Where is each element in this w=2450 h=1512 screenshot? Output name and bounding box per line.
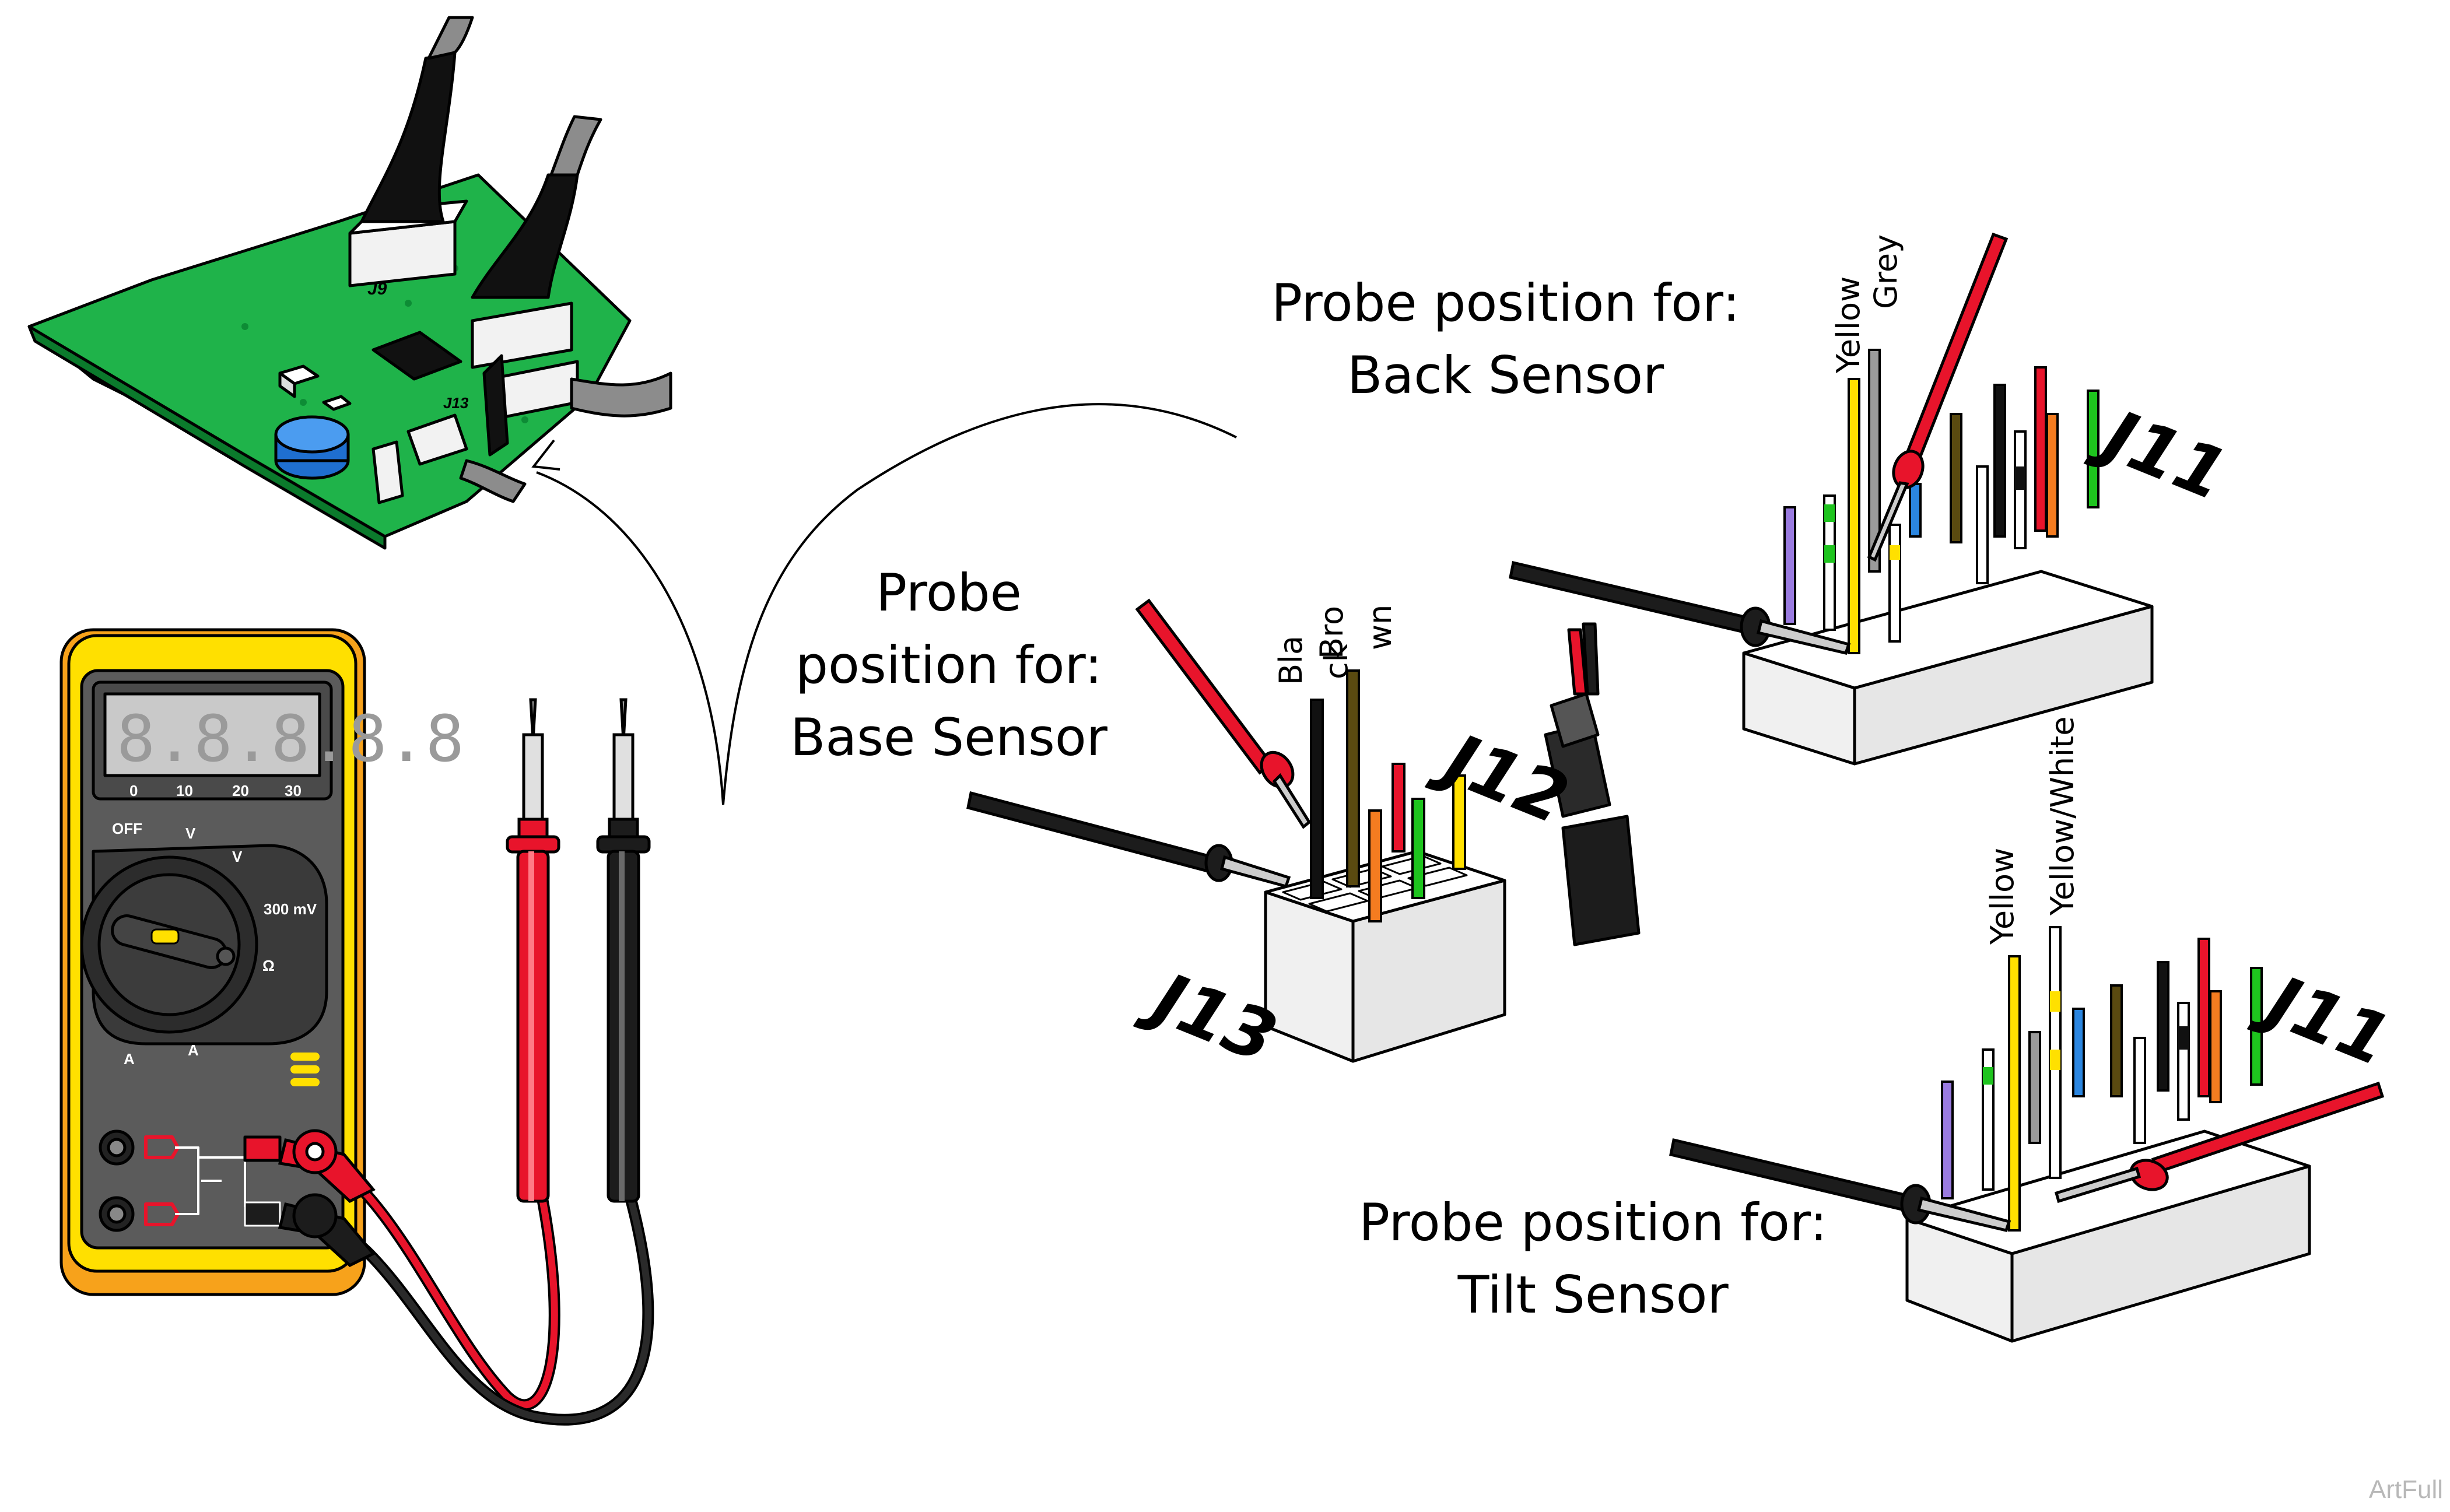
wire-label-back-yellow: Yellow xyxy=(1830,276,1867,374)
svg-text:Ω: Ω xyxy=(262,957,275,974)
label-j11-tilt: J11 xyxy=(2246,957,2402,1083)
callout-back-line2: Back Sensor xyxy=(1347,345,1664,405)
svg-text:30: 30 xyxy=(285,782,302,799)
callout-base-line1: Probe xyxy=(876,563,1022,623)
svg-text:10: 10 xyxy=(176,782,193,799)
callout-back-sensor: Probe position for: Back Sensor xyxy=(1271,267,1740,412)
callout-tilt-line1: Probe position for: xyxy=(1359,1192,1828,1253)
wire-label-tilt-yellow: Yellow xyxy=(1984,848,2021,945)
wire-label-base-ck: ck xyxy=(1318,643,1355,679)
callout-tilt-sensor: Probe position for: Tilt Sensor xyxy=(1359,1187,1827,1331)
label-j13: J13 xyxy=(1132,954,1288,1080)
tilt-black-probe xyxy=(1669,1138,2011,1232)
connector-j11-back xyxy=(1742,570,2154,766)
svg-text:A: A xyxy=(124,1050,135,1068)
svg-text:V: V xyxy=(185,825,196,842)
test-leads xyxy=(309,1146,654,1426)
svg-text:20: 20 xyxy=(232,782,249,799)
wire-label-back-grey: Grey xyxy=(1867,234,1904,309)
base-black-probe xyxy=(966,791,1291,889)
wire-label-tilt-yellow-white: Yellow/White xyxy=(2044,717,2081,916)
base-red-probe xyxy=(1135,598,1312,829)
wire-label-base-wn: wn xyxy=(1362,605,1399,650)
tilt-red-probe xyxy=(2054,1081,2385,1204)
callout-base-line2: position for: xyxy=(795,635,1102,695)
wire-label-base-bro: Bro xyxy=(1313,606,1350,659)
circuit-board xyxy=(27,173,632,550)
j13-wires xyxy=(1310,669,1466,922)
label-j11-back: J11 xyxy=(2083,391,2238,517)
j11-back-wires xyxy=(1783,349,2100,654)
red-probe xyxy=(506,698,560,1203)
meter-scale: 0 10 20 30 xyxy=(129,782,302,799)
svg-text:OFF: OFF xyxy=(112,820,142,837)
connector-j13 xyxy=(1264,850,1506,1063)
board-label-j9: J9 xyxy=(367,279,387,299)
callout-base-sensor: Probe position for: Base Sensor xyxy=(790,557,1107,774)
connector-j12 xyxy=(1544,622,1641,946)
connector-j11-tilt xyxy=(1905,1129,2311,1343)
svg-text:A: A xyxy=(188,1041,199,1059)
black-probe xyxy=(596,698,651,1203)
board-label-j13: J13 xyxy=(443,394,469,412)
callout-arrow xyxy=(531,403,1237,805)
meter-dial-labels: OFF V V 300 mV Ω A A xyxy=(112,820,317,1068)
callout-base-line3: Base Sensor xyxy=(790,707,1107,767)
svg-text:V: V xyxy=(232,848,243,865)
board-cables xyxy=(360,16,672,503)
svg-text:300 mV: 300 mV xyxy=(264,900,317,918)
back-black-probe xyxy=(1509,560,1851,655)
multimeter: 8.8.8.8.8 xyxy=(59,628,464,1296)
callout-back-line1: Probe position for: xyxy=(1271,273,1740,333)
svg-text:0: 0 xyxy=(129,782,138,799)
wire-label-base-bla: Bla xyxy=(1273,636,1309,685)
lead-plugs xyxy=(278,1129,376,1268)
lcd-display: 8.8.8.8.8 xyxy=(117,701,464,776)
j11-tilt-wires xyxy=(1941,926,2263,1232)
callout-tilt-line2: Tilt Sensor xyxy=(1457,1265,1729,1325)
watermark: ArtFull xyxy=(2368,1475,2443,1504)
back-red-probe xyxy=(1867,232,2009,562)
